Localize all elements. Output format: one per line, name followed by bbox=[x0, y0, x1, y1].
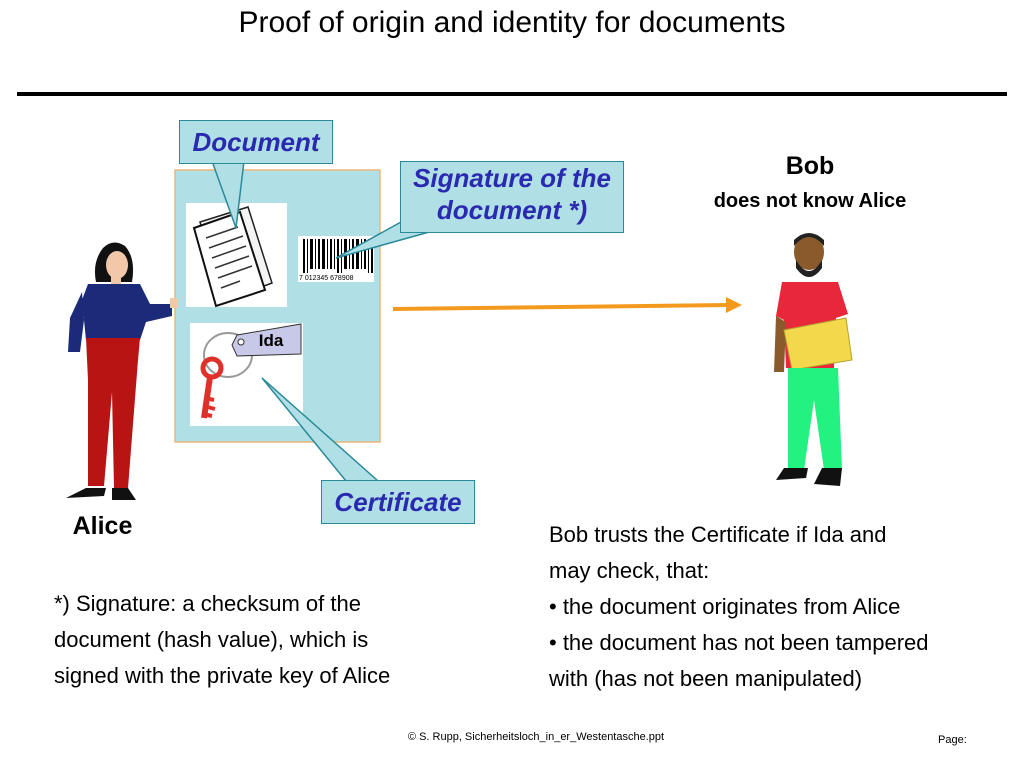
certificate-callout: Certificate bbox=[321, 480, 475, 524]
bob-name: Bob bbox=[750, 152, 870, 181]
signature-callout: Signature of the document *) bbox=[400, 161, 624, 233]
footer-copyright: © S. Rupp, Sicherheitsloch_in_er_Westent… bbox=[0, 731, 1024, 743]
alice-name: Alice bbox=[55, 512, 150, 541]
bob-figure bbox=[774, 233, 852, 486]
bob-text-line: may check, that: bbox=[549, 553, 1009, 589]
bob-subtitle: does not know Alice bbox=[680, 190, 940, 213]
bob-text-line: • the document originates from Alice bbox=[549, 589, 1009, 625]
alice-figure bbox=[66, 242, 178, 500]
footnote-line: document (hash value), which is bbox=[54, 622, 474, 658]
bob-text-line: with (has not been manipulated) bbox=[549, 661, 1009, 697]
bob-text-line: Bob trusts the Certificate if Ida and bbox=[549, 517, 1009, 553]
bob-trust-text: Bob trusts the Certificate if Ida and ma… bbox=[549, 517, 1009, 697]
footnote-line: *) Signature: a checksum of the bbox=[54, 586, 474, 622]
document-callout: Document bbox=[179, 120, 333, 164]
signature-callout-line1: Signature of the bbox=[401, 162, 623, 194]
signature-callout-line2: document *) bbox=[401, 194, 623, 226]
footnote-line: signed with the private key of Alice bbox=[54, 658, 474, 694]
barcode-digits: 7 012345 678908 bbox=[299, 275, 354, 282]
page-label: Page: bbox=[938, 734, 967, 746]
transfer-arrow bbox=[393, 297, 742, 313]
bob-text-line: • the document has not been tampered bbox=[549, 625, 1009, 661]
key-tag-label: Ida bbox=[243, 328, 299, 354]
signature-footnote: *) Signature: a checksum of the document… bbox=[54, 586, 474, 694]
